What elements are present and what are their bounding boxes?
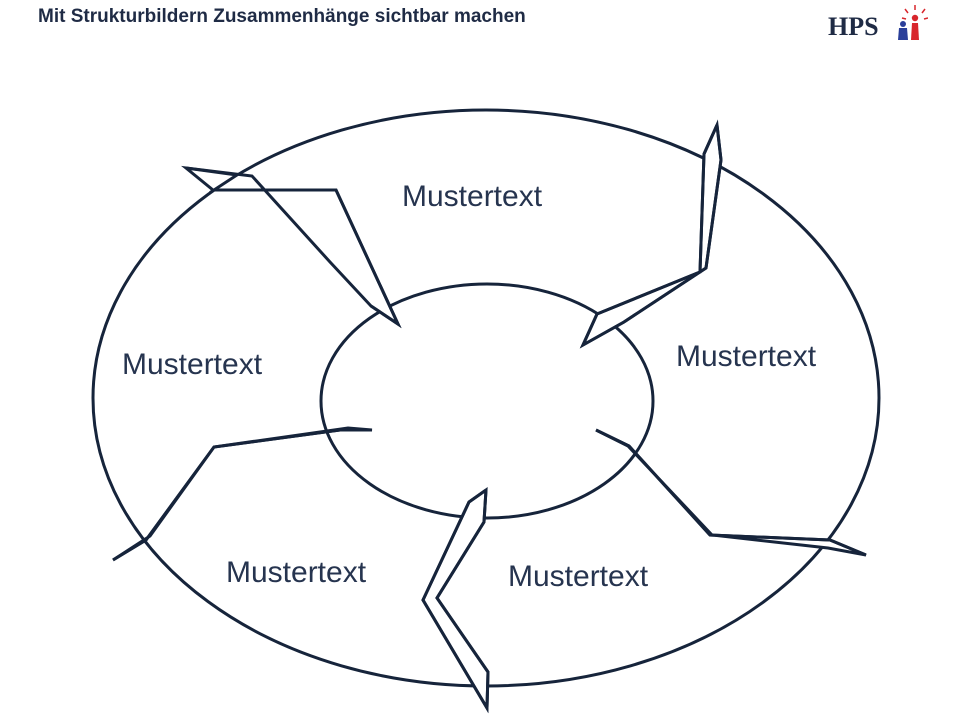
arrow-top-left-outline	[185, 166, 402, 329]
arrow-bottom-left-outline	[112, 428, 372, 562]
logo-wordmark: HPS	[828, 12, 879, 41]
segment-label-left: Mustertext	[122, 348, 263, 381]
segment-label-bottom-right: Mustertext	[508, 560, 649, 593]
arrow-right-outline	[595, 428, 867, 557]
segment-label-right: Mustertext	[676, 340, 817, 373]
arrow-bottom-outline	[421, 488, 490, 714]
segment-label-top: Mustertext	[402, 180, 543, 213]
segment-label-bottom-left: Mustertext	[226, 556, 367, 589]
arrow-bottom	[421, 486, 490, 714]
page-title: Mit Strukturbildern Zusammenhänge sichtb…	[38, 6, 526, 27]
arrow-top-right-outline	[579, 124, 723, 349]
hps-logo: HPS	[828, 4, 928, 44]
inner-ellipse	[319, 282, 655, 520]
logo-figures-icon	[898, 5, 928, 40]
